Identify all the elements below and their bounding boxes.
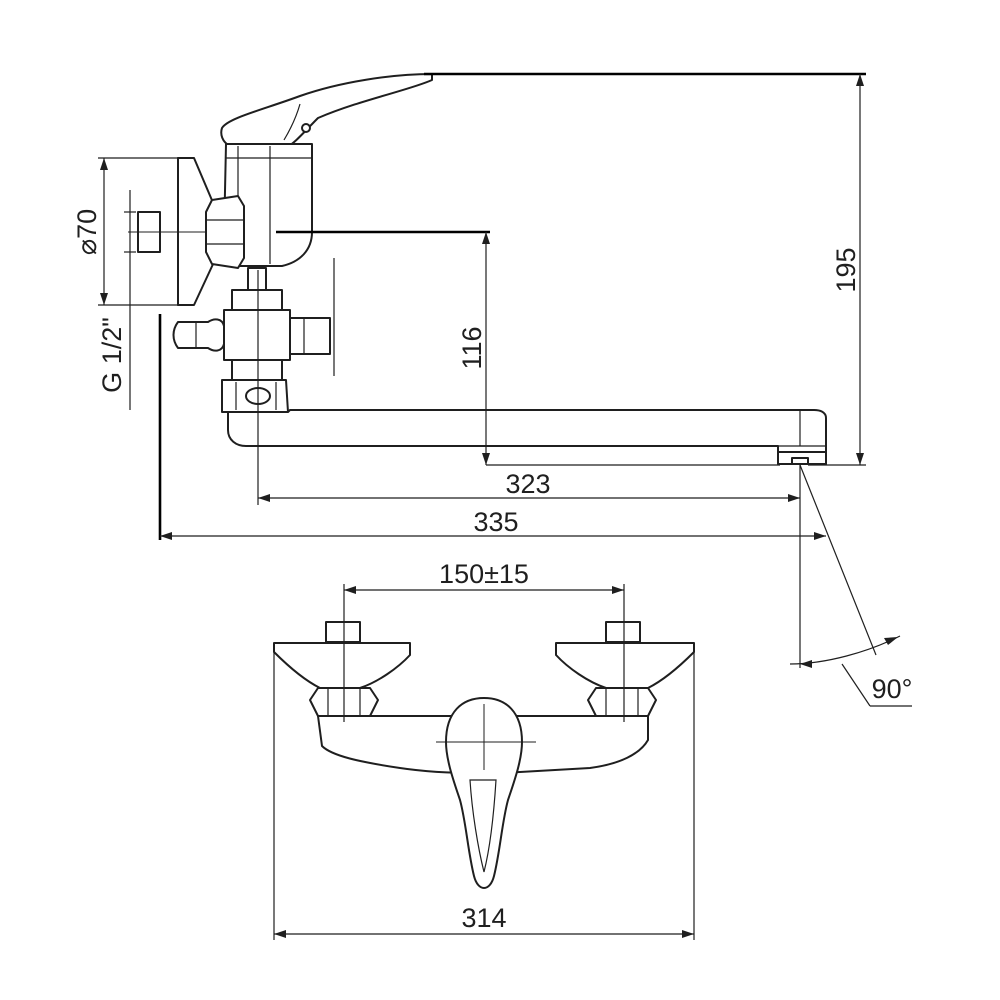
dim-swivel-angle-label: 90° — [872, 674, 913, 704]
dim-swivel-angle: 90° — [789, 464, 913, 707]
dim-150: 150±15 — [343, 559, 625, 722]
spout — [227, 409, 827, 465]
hex-nut — [205, 195, 245, 269]
left-inlet — [273, 621, 411, 717]
lever-handle — [220, 73, 433, 149]
spout-swivel — [221, 379, 289, 413]
dim-195: 195 — [424, 72, 866, 466]
dim-116-label: 116 — [457, 326, 487, 369]
dim-314: 314 — [273, 643, 695, 940]
front-lever — [436, 697, 536, 889]
dim-116: 116 — [276, 230, 780, 466]
diverter-stem — [172, 267, 331, 381]
dim-thread: G 1/2" — [97, 190, 136, 410]
front-view: 150±15 314 — [273, 559, 695, 940]
dim-323-label: 323 — [505, 469, 550, 499]
dim-thread-label: G 1/2" — [97, 317, 127, 393]
dim-flange-diameter: ⌀70 — [72, 157, 180, 306]
dim-323: 323 — [257, 270, 800, 505]
dim-335-label: 335 — [473, 507, 518, 537]
dim-335: 335 — [160, 507, 826, 540]
dim-195-label: 195 — [831, 247, 861, 292]
dim-flange-diameter-label: ⌀70 — [72, 209, 102, 255]
right-inlet — [555, 621, 695, 717]
dim-314-label: 314 — [461, 903, 506, 933]
side-view: 195 116 ⌀70 G 1/2" — [72, 72, 913, 707]
dim-150-label: 150±15 — [439, 559, 529, 589]
